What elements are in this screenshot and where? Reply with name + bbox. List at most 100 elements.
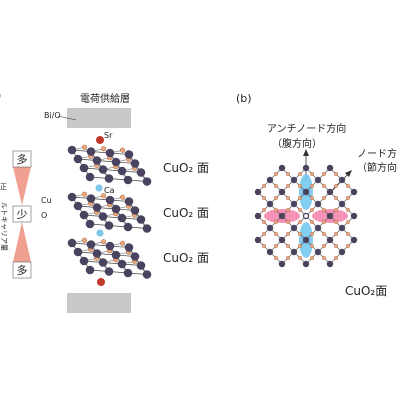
oxygen-atom bbox=[298, 244, 302, 248]
copper-atom bbox=[290, 176, 298, 184]
copper-atom bbox=[73, 201, 83, 211]
oxygen-atom bbox=[262, 208, 266, 212]
oxygen-atom bbox=[310, 172, 314, 176]
copper-atom bbox=[67, 238, 77, 248]
oxygen-atom bbox=[322, 196, 326, 200]
oxygen-atom bbox=[298, 208, 302, 212]
copper-atom bbox=[290, 248, 298, 256]
copper-atom bbox=[338, 248, 346, 256]
upper-arrow-shape bbox=[13, 167, 31, 205]
oxygen-atom bbox=[262, 196, 266, 200]
copper-atom bbox=[350, 212, 358, 220]
oxygen-atom bbox=[334, 232, 338, 236]
copper-atom bbox=[266, 248, 274, 256]
copper-atom bbox=[98, 212, 108, 221]
copper-atom bbox=[266, 200, 274, 208]
copper-atom bbox=[111, 204, 121, 214]
amount-box-top bbox=[12, 150, 32, 168]
amount-box-bottom bbox=[12, 261, 32, 279]
oxygen-atom bbox=[262, 232, 266, 236]
copper-atom bbox=[326, 164, 334, 172]
oxygen-atom bbox=[286, 196, 290, 200]
oxygen-atom bbox=[298, 184, 302, 188]
ca-atom-lower bbox=[96, 229, 104, 237]
copper-atom bbox=[142, 270, 152, 279]
copper-atom bbox=[85, 265, 95, 275]
lower-arrow-shape bbox=[13, 222, 31, 262]
copper-atom bbox=[79, 163, 89, 173]
oxygen-atom bbox=[310, 256, 314, 260]
copper-atom bbox=[117, 213, 127, 223]
copper-atom bbox=[86, 194, 96, 203]
oxygen-atom bbox=[322, 220, 326, 224]
cuo2-square-lattice bbox=[254, 164, 358, 268]
copper-atom bbox=[79, 256, 89, 266]
oxygen-atom bbox=[262, 244, 266, 248]
cuo2-plane-bottom bbox=[67, 237, 152, 279]
bottom-charge-slab bbox=[67, 293, 131, 313]
copper-atom bbox=[314, 200, 322, 208]
copper-atom bbox=[73, 247, 83, 257]
oxygen-atom bbox=[286, 256, 290, 260]
oxygen-atom bbox=[119, 240, 125, 246]
oxygen-atom bbox=[346, 196, 350, 200]
oxygen-atom bbox=[310, 208, 314, 212]
copper-atom bbox=[290, 224, 298, 232]
copper-atom bbox=[266, 224, 274, 232]
copper-atom bbox=[85, 172, 95, 182]
copper-atom bbox=[302, 260, 310, 268]
plane-label-3: CuO₂ 面 bbox=[163, 251, 209, 265]
oxygen-atom bbox=[310, 232, 314, 236]
sr-atom-bottom bbox=[97, 278, 105, 286]
panel-b-plane-label: CuO₂面 bbox=[345, 284, 387, 298]
node-arrow-head bbox=[345, 170, 352, 177]
vertical-caption-extra: 正 bbox=[0, 183, 7, 191]
copper-atom bbox=[92, 203, 102, 212]
oxygen-atom bbox=[298, 232, 302, 236]
oxygen-atom bbox=[274, 184, 278, 188]
ca-atom-upper bbox=[95, 184, 103, 192]
copper-atom bbox=[314, 224, 322, 232]
copper-atom bbox=[105, 195, 115, 205]
copper-atom bbox=[111, 250, 121, 260]
copper-atom bbox=[136, 168, 146, 177]
oxygen-atom bbox=[298, 256, 302, 260]
oxygen-atom bbox=[298, 172, 302, 176]
oxygen-atom bbox=[310, 196, 314, 200]
copper-atom bbox=[130, 252, 140, 261]
bio-label: Bi/O bbox=[44, 111, 61, 120]
copper-atom bbox=[254, 236, 262, 244]
oxygen-atom bbox=[346, 208, 350, 212]
node-label-line1: ノード方 bbox=[357, 147, 397, 160]
oxygen-atom bbox=[286, 232, 290, 236]
panel-b: (b) アンチノード方向 （腹方向） ノード方 （節方向 CuO₂面 bbox=[236, 92, 397, 298]
oxygen-atom bbox=[334, 208, 338, 212]
copper-atom bbox=[104, 221, 114, 230]
copper-atom bbox=[98, 165, 108, 174]
oxygen-atom bbox=[286, 244, 290, 248]
copper-atom bbox=[124, 150, 134, 159]
copper-atom bbox=[314, 176, 322, 184]
copper-atom bbox=[142, 224, 152, 233]
copper-atom bbox=[266, 176, 274, 184]
oxygen-atom bbox=[274, 220, 278, 224]
oxygen-atom bbox=[100, 193, 106, 199]
oxygen-atom bbox=[298, 196, 302, 200]
oxygen-atom bbox=[334, 220, 338, 224]
oxygen-atom bbox=[322, 208, 326, 212]
oxygen-atom bbox=[334, 172, 338, 176]
antinode-arrow-head bbox=[303, 149, 309, 156]
copper-atom bbox=[278, 236, 286, 244]
copper-atom bbox=[124, 243, 134, 252]
copper-atom bbox=[326, 260, 334, 268]
copper-atom bbox=[67, 192, 77, 202]
copper-atom bbox=[302, 236, 310, 244]
copper-atom bbox=[314, 248, 322, 256]
copper-atom bbox=[123, 222, 133, 232]
plane-label-1: CuO₂ 面 bbox=[163, 161, 209, 175]
amount-middle: 少 bbox=[17, 208, 28, 221]
oxygen-atom bbox=[81, 144, 87, 150]
copper-atom bbox=[130, 206, 140, 215]
copper-atom bbox=[79, 210, 89, 220]
